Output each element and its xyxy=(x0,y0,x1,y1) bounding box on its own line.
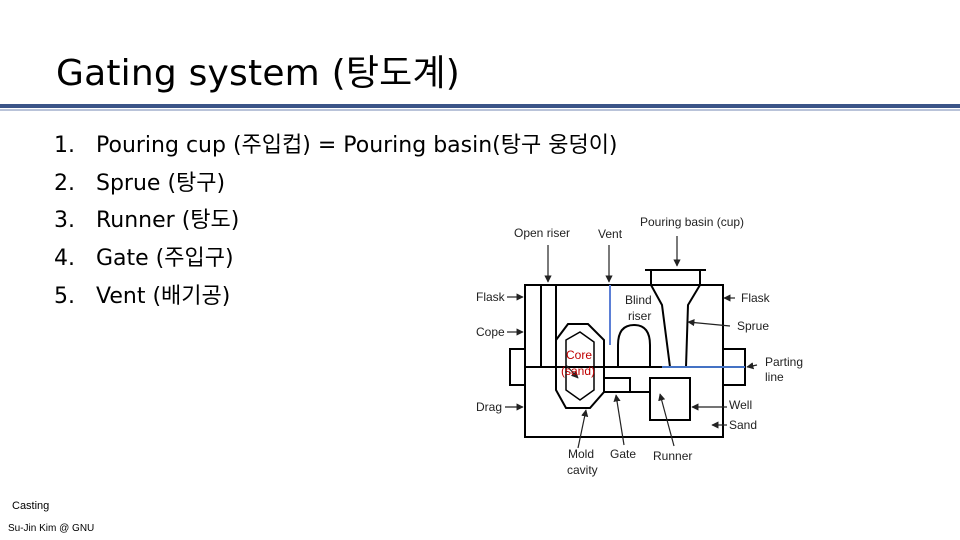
blind-riser xyxy=(617,323,651,367)
label-runner: Runner xyxy=(653,449,692,463)
list-item: 5.Vent (배기공) xyxy=(54,283,231,309)
list-item: 3.Runner (탕도) xyxy=(54,208,240,234)
mold-cavity xyxy=(555,323,605,409)
left-core-print xyxy=(509,348,526,386)
slide-title: Gating system (탕도계) xyxy=(56,53,461,94)
label-core-sand: (sand) xyxy=(561,364,595,378)
open-riser xyxy=(540,285,557,367)
label-mold: Mold xyxy=(568,447,594,461)
footer-author: Su-Jin Kim @ GNU xyxy=(8,523,95,534)
label-core: Core xyxy=(566,348,592,362)
runner-channel xyxy=(604,377,631,393)
title-rule xyxy=(0,104,960,108)
label-blind: Blind xyxy=(625,293,652,307)
gating-component-list: 1.Pouring cup (주입컵) = Pouring basin(탕구 웅… xyxy=(54,130,618,318)
label-riser: riser xyxy=(628,309,651,323)
label-sprue: Sprue xyxy=(737,319,769,333)
sprue-well xyxy=(649,377,691,421)
footer-course: Casting xyxy=(12,500,50,512)
label-drag: Drag xyxy=(476,400,502,414)
label-gate: Gate xyxy=(610,447,636,461)
label-cavity: cavity xyxy=(567,463,598,477)
label-flask-left: Flask xyxy=(476,290,506,304)
mold-body xyxy=(509,284,746,438)
label-sand: Sand xyxy=(729,418,757,432)
flask-outline xyxy=(524,284,724,438)
label-pouring-basin: Pouring basin (cup) xyxy=(640,215,744,229)
label-cope: Cope xyxy=(476,325,505,339)
title-rule-accent xyxy=(0,109,960,111)
label-well: Well xyxy=(729,398,752,412)
list-item: 2.Sprue (탕구) xyxy=(54,170,226,196)
label-line: line xyxy=(765,370,784,384)
leader-lines xyxy=(505,236,758,449)
label-open-riser: Open riser xyxy=(514,226,570,240)
label-flask-right: Flask xyxy=(741,291,771,305)
label-vent: Vent xyxy=(598,227,623,241)
label-parting: Parting xyxy=(765,355,803,369)
list-item: 4.Gate (주입구) xyxy=(54,246,234,272)
core-shape xyxy=(565,331,595,401)
list-item: 1.Pouring cup (주입컵) = Pouring basin(탕구 웅… xyxy=(54,133,618,158)
